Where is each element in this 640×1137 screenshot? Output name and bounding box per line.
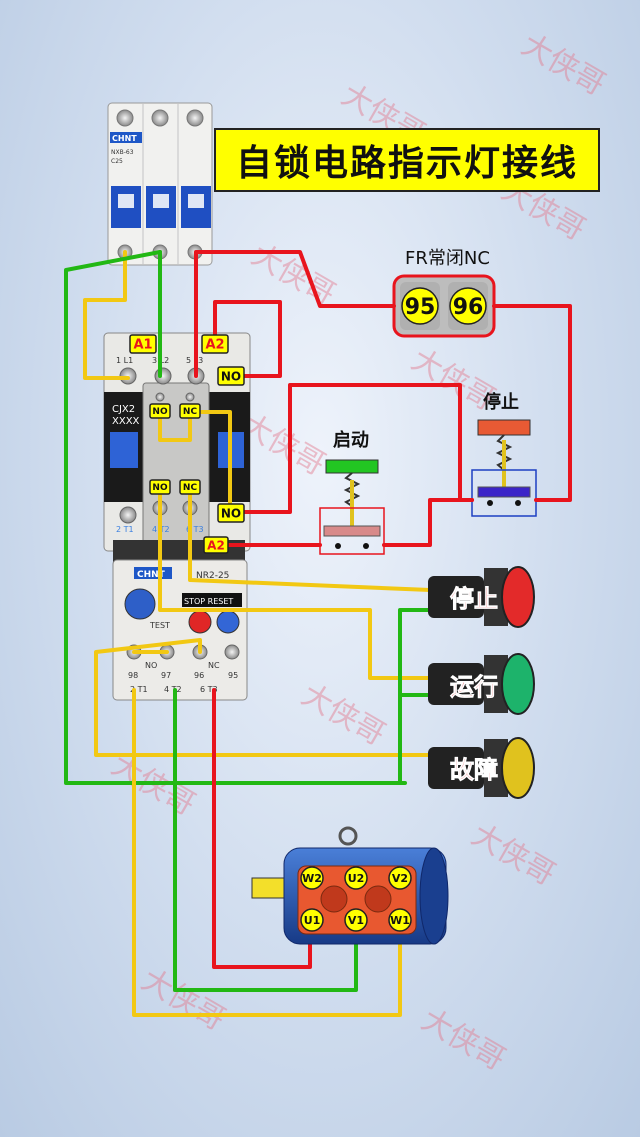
svg-text:V1: V1 <box>348 914 364 927</box>
overload-terminal: 98 <box>128 671 138 680</box>
overload-terminal-bottom: 6 T3 <box>200 685 218 694</box>
svg-text:NO: NO <box>221 369 241 383</box>
fr-terminal-95: 95 <box>401 287 439 325</box>
stop-button <box>471 419 537 517</box>
breaker-brand: CHNT <box>112 134 137 143</box>
title-banner: 自锁电路指示灯接线 <box>214 128 600 192</box>
contactor-no-lower-tag: NO <box>217 503 245 523</box>
circuit-breaker: CHNT NXB-63 C25 <box>107 102 213 266</box>
svg-text:NO: NO <box>152 483 168 493</box>
overload-model: NR2-25 <box>196 571 229 581</box>
start-button-label: 启动 <box>333 429 369 451</box>
svg-text:95: 95 <box>405 295 436 320</box>
svg-text:A2: A2 <box>207 538 225 552</box>
breaker-model: NXB-63 <box>111 149 134 156</box>
start-button <box>319 459 385 555</box>
overload-terminal: 97 <box>161 671 171 680</box>
svg-text:W1: W1 <box>390 914 410 927</box>
lamp-fault <box>428 737 535 799</box>
svg-text:NO: NO <box>221 506 241 520</box>
fr-nc-label: FR常闭NC <box>405 248 490 269</box>
stop-button-label: 停止 <box>483 391 519 413</box>
aux-no-top-tag: NO <box>149 403 171 419</box>
overload-terminal: 96 <box>194 671 204 680</box>
svg-text:A2: A2 <box>205 338 224 353</box>
motor-terminal-w2: W2 <box>300 866 324 890</box>
lamp-run <box>428 653 535 715</box>
overload-test: TEST <box>149 621 170 630</box>
indicator-lamps <box>428 566 535 799</box>
svg-text:A1: A1 <box>133 338 152 353</box>
svg-text:U1: U1 <box>304 914 321 927</box>
overload-terminal-bottom: 2 T1 <box>130 685 148 694</box>
lamp-label-1: 运行 <box>450 673 498 701</box>
wires <box>64 250 572 1017</box>
overload-terminal-bottom: 4 T2 <box>164 685 182 694</box>
coil-a2-tag: A2 <box>201 334 229 354</box>
svg-text:NC: NC <box>183 407 198 417</box>
motor-terminal-u2: U2 <box>344 866 368 890</box>
svg-text:U2: U2 <box>348 872 365 885</box>
lamp-label-0: 停止 <box>450 585 498 613</box>
overload-terminal: 95 <box>228 671 238 680</box>
svg-text:NO: NO <box>152 407 168 417</box>
fr-terminal-96: 96 <box>449 287 487 325</box>
page-title: 自锁电路指示灯接线 <box>235 143 578 184</box>
motor-terminal-u1: U1 <box>300 908 324 932</box>
overload-relay: CHNT NR2-25 STOP RESET TEST 98 97 96 95 … <box>112 540 248 701</box>
aux-nc-bottom-tag: NC <box>179 479 201 495</box>
svg-text:V2: V2 <box>392 872 408 885</box>
contactor-terminal-bottom: 2 T1 <box>116 525 134 534</box>
contactor-no-tag: NO <box>217 366 245 386</box>
svg-text:96: 96 <box>453 295 484 320</box>
motor-terminal-w1: W1 <box>388 908 412 932</box>
contactor-terminal-bottom: 6 T3 <box>186 525 204 534</box>
lamp-label-2: 故障 <box>450 756 498 784</box>
lamp-stop <box>428 566 535 628</box>
overload-stop-reset: STOP RESET <box>184 597 233 606</box>
overload-brand: CHNT <box>137 570 166 580</box>
contactor-terminal-top: 1 L1 <box>116 356 133 365</box>
svg-text:W2: W2 <box>302 872 322 885</box>
contactor-model: CJX2 <box>112 404 135 415</box>
contactor-model-sub: XXXX <box>112 416 140 427</box>
motor-terminal-v1: V1 <box>344 908 368 932</box>
motor-terminal-v2: V2 <box>388 866 412 890</box>
overload-no-label: NO <box>145 661 157 670</box>
aux-no-bottom-tag: NO <box>149 479 171 495</box>
coil-a2-lower-tag: A2 <box>203 536 229 554</box>
aux-nc-top-tag: NC <box>179 403 201 419</box>
svg-text:NC: NC <box>183 483 198 493</box>
breaker-rating: C25 <box>111 158 123 165</box>
overload-nc-label: NC <box>208 661 220 670</box>
coil-a1-tag: A1 <box>129 334 157 354</box>
